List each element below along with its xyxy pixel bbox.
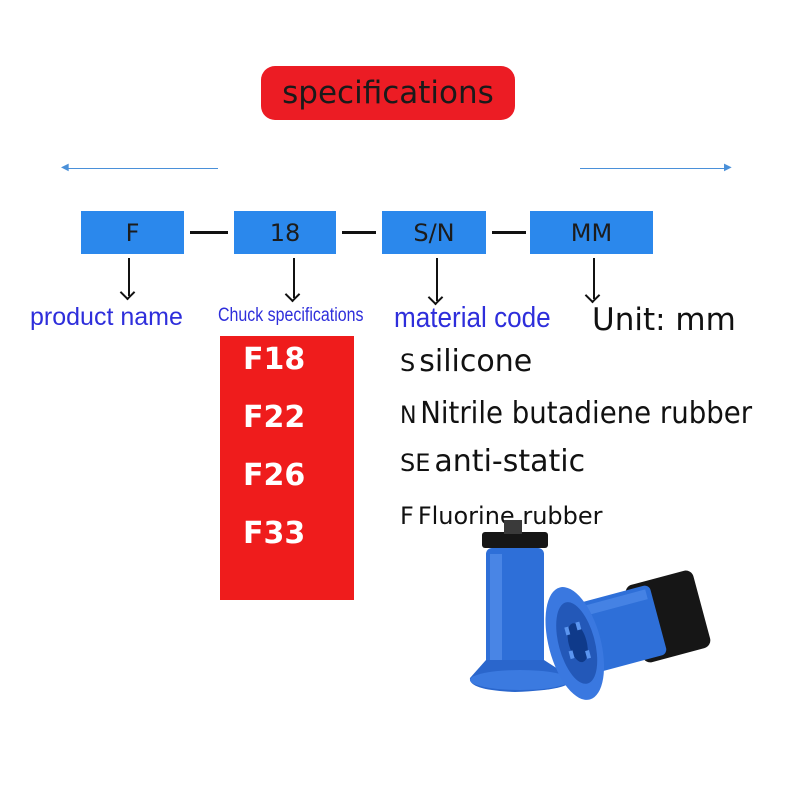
- dash-separator: [190, 231, 228, 234]
- code-box-product: F: [81, 211, 184, 254]
- material-code: N: [400, 401, 417, 429]
- left-arrow-icon: ◀: [61, 162, 69, 173]
- down-arrow-icon: [584, 258, 604, 304]
- code-unit: MM: [570, 218, 613, 247]
- down-arrow-icon: [284, 258, 304, 303]
- code-box-material: S/N: [382, 211, 486, 254]
- page-title: specifications: [282, 75, 494, 111]
- spec-item: F18: [243, 342, 306, 377]
- down-arrow-icon: [119, 258, 139, 301]
- material-code: SE: [400, 449, 431, 477]
- suction-cup-left: [469, 520, 573, 692]
- right-arrow-icon: ▶: [724, 162, 732, 173]
- material-name: silicone: [419, 344, 533, 379]
- label-chuck-specifications: Chuck specifications: [218, 305, 364, 326]
- suction-cup-product-image: [469, 520, 711, 700]
- dash-separator: [342, 231, 376, 234]
- material-code: F: [400, 502, 414, 530]
- code-box-chuck: 18: [234, 211, 336, 254]
- title-banner: specifications: [261, 66, 515, 120]
- left-guide-line: [66, 168, 218, 169]
- spec-item: F33: [243, 516, 306, 551]
- code-box-unit: MM: [530, 211, 653, 254]
- spec-item: F26: [243, 458, 306, 493]
- material-name: anti-static: [434, 444, 586, 479]
- label-unit: Unit: mm: [592, 302, 736, 338]
- dash-separator: [492, 231, 526, 234]
- suction-cup-right: [545, 570, 711, 700]
- label-material-code: material code: [394, 302, 551, 334]
- down-arrow-icon: [427, 258, 447, 306]
- chuck-spec-list: F18 F22 F26 F33: [220, 336, 354, 600]
- material-name: Nitrile butadiene rubber: [420, 396, 753, 431]
- label-product-name: product name: [30, 303, 183, 331]
- code-chuck: 18: [269, 218, 301, 247]
- code-material: S/N: [413, 218, 455, 247]
- right-guide-line: [580, 168, 728, 169]
- material-code: S: [400, 349, 416, 377]
- code-product: F: [125, 218, 140, 247]
- spec-item: F22: [243, 400, 306, 435]
